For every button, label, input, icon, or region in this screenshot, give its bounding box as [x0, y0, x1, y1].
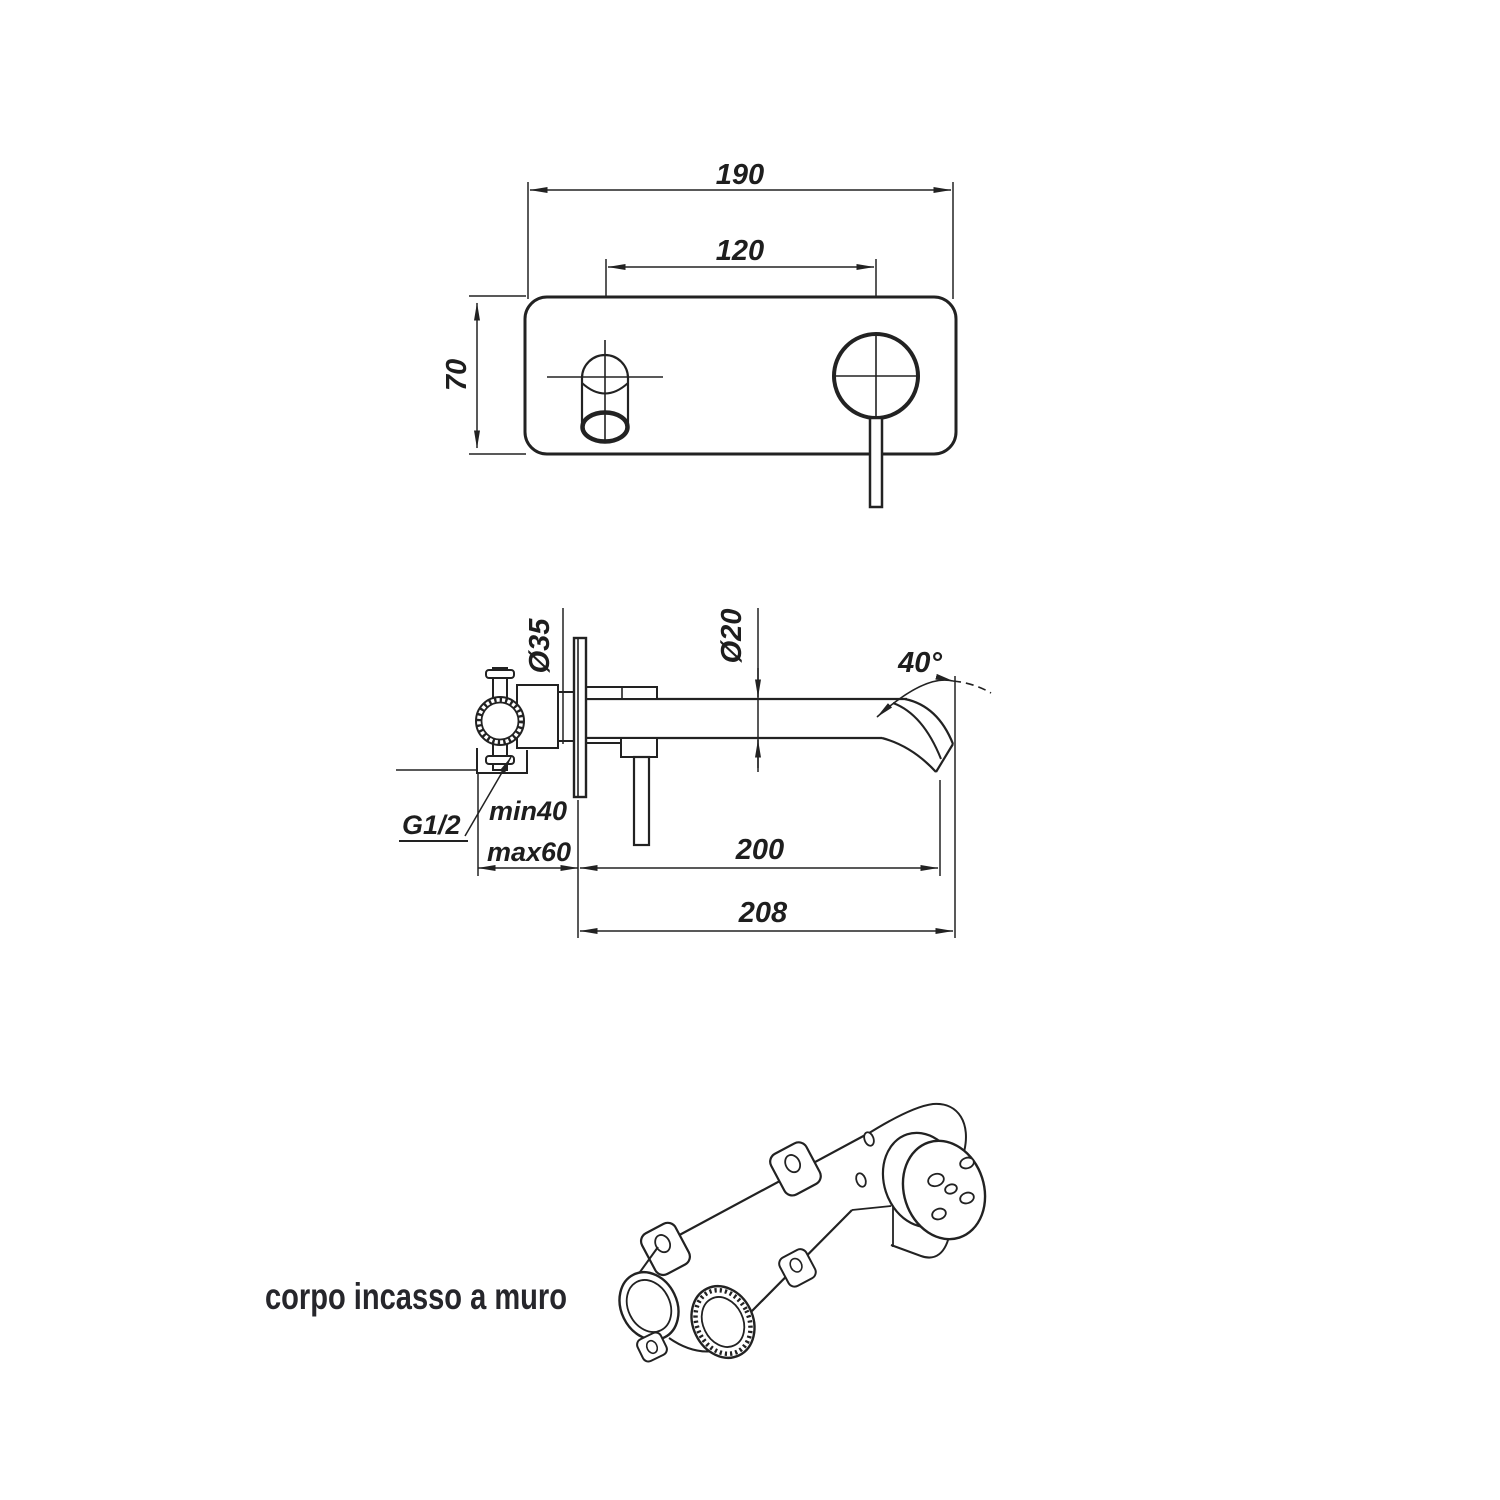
dim-label-diameter20: Ø20	[716, 609, 748, 664]
dim-label-208: 208	[738, 897, 788, 929]
dim-label-angle40: 40°	[897, 647, 942, 679]
body-open-end	[618, 1246, 715, 1363]
side-view: Ø35 Ø20 40° G1/2 min40 max60 200 208	[396, 608, 992, 938]
wall-plate-front	[523, 295, 958, 456]
spout-tip	[881, 697, 955, 773]
handle-top-view	[832, 332, 920, 509]
dim-label-70: 70	[441, 359, 473, 391]
depth-min-label: min40	[489, 796, 567, 826]
handle-lever-front	[868, 416, 884, 509]
dim-label-190: 190	[716, 159, 764, 191]
mounting-lug-lower	[778, 1248, 817, 1288]
mixer-valve-body	[396, 667, 575, 774]
lever-rod-side	[632, 755, 651, 847]
embedded-body-3d-view: corpo incasso a muro	[265, 1102, 987, 1363]
spout-top-view	[547, 340, 663, 444]
cartridge-flange	[881, 1131, 987, 1241]
dim-label-diameter35: Ø35	[524, 618, 556, 674]
dim-label-120: 120	[716, 235, 764, 267]
mounting-lug-left	[639, 1221, 691, 1277]
caption-corpo-incasso: corpo incasso a muro	[265, 1276, 567, 1317]
depth-max-label: max60	[487, 837, 571, 867]
mounting-lug-top	[769, 1141, 822, 1197]
body-threaded-outlet	[690, 1285, 756, 1359]
wall-plate-side	[572, 636, 588, 799]
front-view: 190 120 70	[441, 159, 958, 509]
thread-label-g12: G1/2	[402, 810, 461, 840]
dim-label-200: 200	[735, 834, 784, 866]
